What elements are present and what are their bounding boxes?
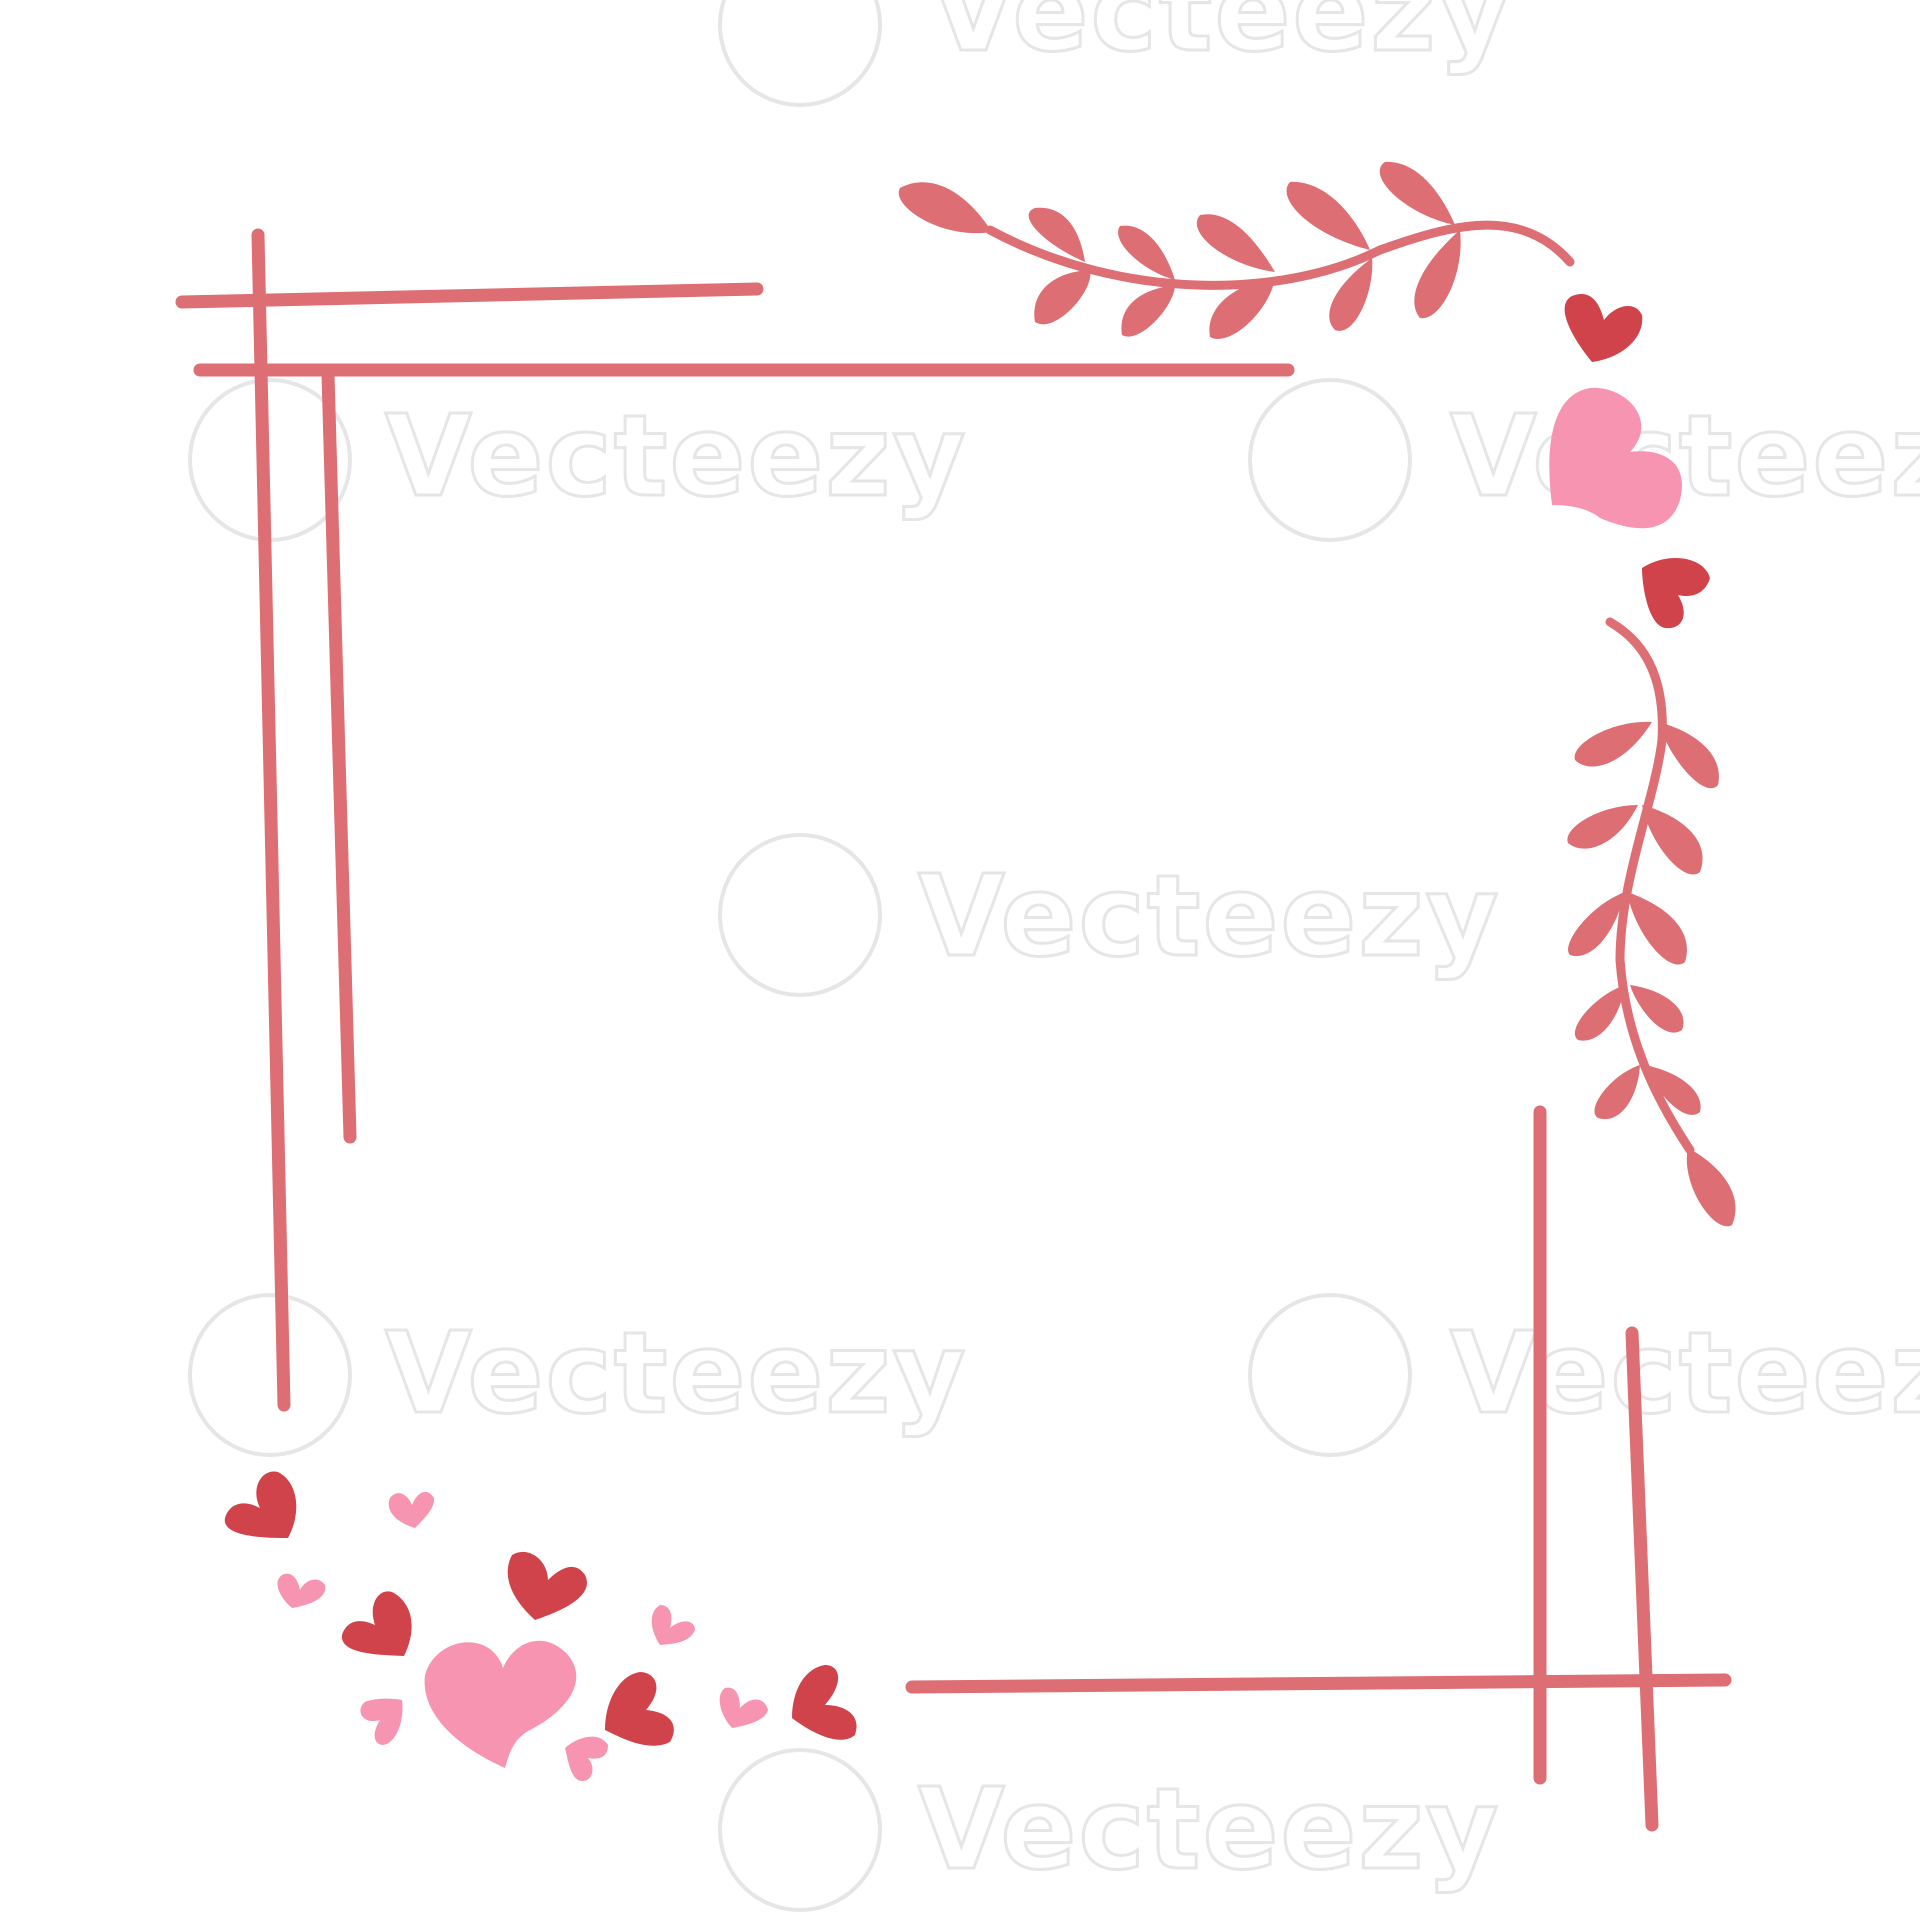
watermark-7: Vecteezy <box>718 1748 1501 1912</box>
leaf-icon <box>1414 230 1461 319</box>
leaf-icon <box>1034 270 1091 325</box>
heart-icon <box>1549 387 1682 529</box>
leaf-icon <box>1686 1148 1736 1227</box>
watermark-text: Vecteezy <box>918 1765 1501 1895</box>
leaf-icon <box>1574 985 1625 1041</box>
leaf-icon <box>1209 278 1275 339</box>
watermark-5: Vecteezy <box>188 1293 968 1457</box>
watermark-1: Vecteezy <box>718 0 1513 107</box>
leaf-icon <box>1594 1065 1640 1120</box>
top-leaf-branch <box>898 161 1575 339</box>
heart-icon <box>792 1665 857 1740</box>
vecteezy-logo-icon <box>188 1293 352 1457</box>
leaf-icon <box>1286 181 1370 250</box>
leaf-icon <box>1568 892 1625 957</box>
watermark-text: Vecteezy <box>385 392 968 522</box>
watermark-text: Vecteezy <box>385 1309 968 1439</box>
leaf-icon <box>1121 285 1175 337</box>
frame-lines <box>175 228 1732 1832</box>
branch-stem <box>985 220 1575 290</box>
vecteezy-logo-icon <box>718 833 882 997</box>
watermark-2: Vecteezy <box>188 378 968 542</box>
right-leaf-branch <box>1567 617 1736 1227</box>
heart-icon <box>277 1573 326 1608</box>
vecteezy-logo-icon <box>718 1748 882 1912</box>
heart-icon <box>719 1687 768 1728</box>
bottom-long-bar <box>905 1673 1732 1694</box>
heart-icon <box>360 1698 403 1745</box>
leaf-icon <box>1630 985 1684 1033</box>
watermark-text: Vecteezy <box>1450 1309 1920 1439</box>
leaf-icon <box>1642 805 1703 875</box>
left-long-bar <box>251 228 291 1412</box>
heart-icon <box>1642 557 1710 629</box>
watermark-text: Vecteezy <box>918 852 1501 982</box>
heart-icon <box>341 1591 412 1656</box>
heart-icon <box>507 1551 587 1620</box>
branch-stem <box>1605 617 1695 1155</box>
leaf-icon <box>1574 721 1652 767</box>
left-inner-bar <box>321 368 357 1144</box>
leaf-icon <box>1028 207 1085 262</box>
right-outer-bar <box>1625 1326 1659 1832</box>
heart-icon <box>605 1672 674 1746</box>
heart-icon <box>424 1640 577 1768</box>
bottom-left-hearts <box>224 1471 857 1781</box>
leaf-icon <box>1645 1065 1701 1115</box>
leaf-icon <box>1567 805 1638 849</box>
watermark-4: Vecteezy <box>718 833 1501 997</box>
leaf-icon <box>1118 225 1175 280</box>
leaf-icon <box>1196 214 1275 272</box>
vecteezy-logo-icon <box>718 0 882 107</box>
heart-icon <box>224 1471 297 1538</box>
leaf-icon <box>898 182 992 234</box>
vecteezy-logo-icon <box>1248 1293 1412 1457</box>
leaf-icon <box>1329 258 1373 331</box>
leaf-icon <box>1658 722 1719 789</box>
leaf-icon <box>1379 161 1455 225</box>
heart-icon <box>1564 293 1643 362</box>
heart-icon <box>388 1491 435 1528</box>
heart-icon <box>565 1736 608 1781</box>
watermark-layer: Vecteezy Vecteezy Vecteezy Vecteezy Vect… <box>188 0 1920 1912</box>
top-right-hearts <box>1549 293 1710 629</box>
top-left-short-bar <box>175 282 764 309</box>
leaf-icon <box>1627 892 1687 965</box>
watermark-6: Vecteezy <box>1248 1293 1920 1457</box>
watermark-3: Vecteezy <box>1248 378 1920 542</box>
watermark-text: Vecteezy <box>930 0 1513 77</box>
heart-icon <box>651 1605 695 1645</box>
watermark-text: Vecteezy <box>1450 392 1920 522</box>
vecteezy-logo-icon <box>1248 378 1412 542</box>
